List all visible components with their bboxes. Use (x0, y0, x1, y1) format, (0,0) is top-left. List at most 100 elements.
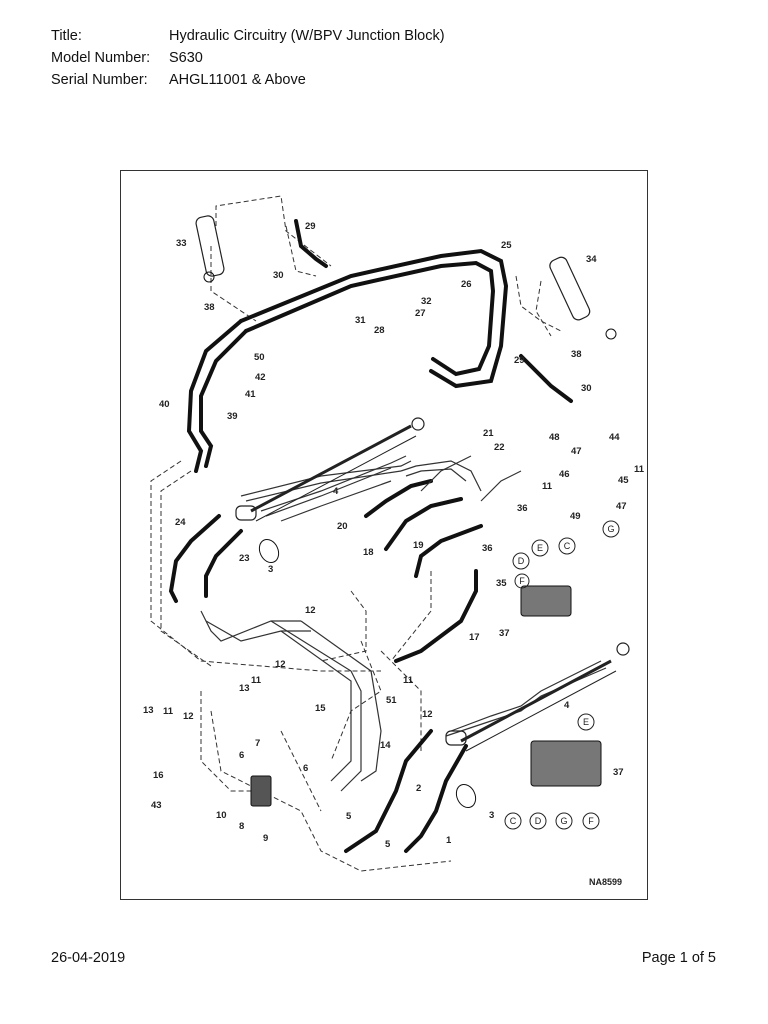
callout: 11 (634, 464, 645, 475)
callout: 13 (143, 705, 154, 716)
drawing-code: NA8599 (589, 877, 622, 887)
callout: 21 (483, 428, 494, 439)
circle-label: C (510, 816, 517, 826)
circle-label: D (535, 816, 542, 826)
callout: 20 (337, 521, 348, 532)
callout: 31 (355, 315, 366, 326)
callout-labels: 1 2 3 3 4 4 5 5 6 6 7 8 9 10 11 11 11 11… (143, 221, 645, 850)
callout: 14 (380, 740, 391, 751)
callout: 28 (374, 325, 385, 336)
callout: 29 (514, 355, 525, 366)
title-row: Title: Hydraulic Circuitry (W/BPV Junctio… (51, 26, 445, 46)
circle-label: F (588, 816, 594, 826)
serial-key: Serial Number: (51, 72, 148, 88)
callout: 11 (163, 706, 174, 717)
callout: 19 (413, 540, 424, 551)
callout: 38 (571, 349, 582, 360)
callout: 30 (273, 270, 284, 281)
callout: 16 (153, 770, 164, 781)
callout: 34 (586, 254, 597, 265)
callout: 47 (616, 501, 627, 512)
callout: 7 (255, 738, 260, 749)
cylinders (195, 215, 630, 752)
title-value: Hydraulic Circuitry (W/BPV Junction Bloc… (169, 28, 445, 44)
callout: 24 (175, 517, 186, 528)
callout: 26 (461, 279, 472, 290)
callout: 48 (549, 432, 560, 443)
callout: 25 (501, 240, 512, 251)
callout: 32 (421, 296, 432, 307)
callout: 11 (542, 481, 553, 492)
callout: 13 (239, 683, 250, 694)
model-value: S630 (169, 50, 203, 66)
callout: 44 (609, 432, 620, 443)
callout: 12 (305, 605, 316, 616)
callout: 23 (239, 553, 250, 564)
callout: 50 (254, 352, 265, 363)
callout: 9 (263, 833, 268, 844)
callout: 36 (517, 503, 528, 514)
callout: 3 (489, 810, 494, 821)
callout: 3 (268, 564, 273, 575)
model-key: Model Number: (51, 50, 151, 66)
callout: 47 (571, 446, 582, 457)
callout: 15 (315, 703, 326, 714)
callout: 11 (403, 675, 414, 686)
callout: 2 (416, 783, 421, 794)
serial-value: AHGL11001 & Above (169, 72, 306, 88)
callout: 8 (239, 821, 244, 832)
callout: 30 (581, 383, 592, 394)
dashed-lines (150, 195, 562, 872)
circle-label: D (518, 556, 525, 566)
callout: 49 (570, 511, 581, 522)
callout: 11 (251, 675, 262, 686)
callout: 35 (496, 578, 507, 589)
callout: 12 (275, 659, 286, 670)
callout: 10 (216, 810, 227, 821)
circle-label: F (519, 576, 525, 586)
model-row: Model Number: S630 (51, 48, 203, 68)
title-key: Title: (51, 28, 82, 44)
callout: 4 (564, 700, 570, 711)
callout: 51 (386, 695, 397, 706)
callout: 33 (176, 238, 187, 249)
hoses (168, 219, 573, 853)
circle-label: E (537, 543, 543, 553)
callout: 38 (204, 302, 215, 313)
callout: 17 (469, 632, 480, 643)
callout: 6 (239, 750, 244, 761)
hydraulic-diagram: 1 2 3 3 4 4 5 5 6 6 7 8 9 10 11 11 11 11… (143, 195, 645, 887)
circle-label: G (607, 524, 614, 534)
callout: 46 (559, 469, 570, 480)
callout: 39 (227, 411, 238, 422)
circle-label: C (564, 541, 571, 551)
callout: 42 (255, 372, 266, 383)
diagram-frame: 1 2 3 3 4 4 5 5 6 6 7 8 9 10 11 11 11 11… (120, 170, 648, 900)
callout: 41 (245, 389, 256, 400)
serial-row: Serial Number: AHGL11001 & Above (51, 70, 306, 90)
callout: 37 (613, 767, 624, 778)
footer-date: 26-04-2019 (51, 950, 126, 966)
callout: 43 (151, 800, 162, 811)
footer-page: Page 1 of 5 (641, 950, 716, 966)
callout: 6 (303, 763, 308, 774)
callout: 12 (183, 711, 194, 722)
callout: 12 (422, 709, 433, 720)
valve-blocks (250, 585, 602, 807)
callout: 1 (446, 835, 452, 846)
callout: 4 (333, 486, 339, 497)
callout: 18 (363, 547, 374, 558)
circle-label: E (583, 717, 589, 727)
callout: 22 (494, 442, 505, 453)
callout: 29 (305, 221, 316, 232)
callout: 5 (346, 811, 352, 822)
callout: 36 (482, 543, 493, 554)
callout: 37 (499, 628, 510, 639)
o-rings (203, 271, 617, 809)
circle-label: G (560, 816, 567, 826)
callout: 40 (159, 399, 170, 410)
connection-markers: C D E F G E C D G F (504, 520, 620, 830)
callout: 27 (415, 308, 426, 319)
callout: 45 (618, 475, 629, 486)
callout: 5 (385, 839, 391, 850)
